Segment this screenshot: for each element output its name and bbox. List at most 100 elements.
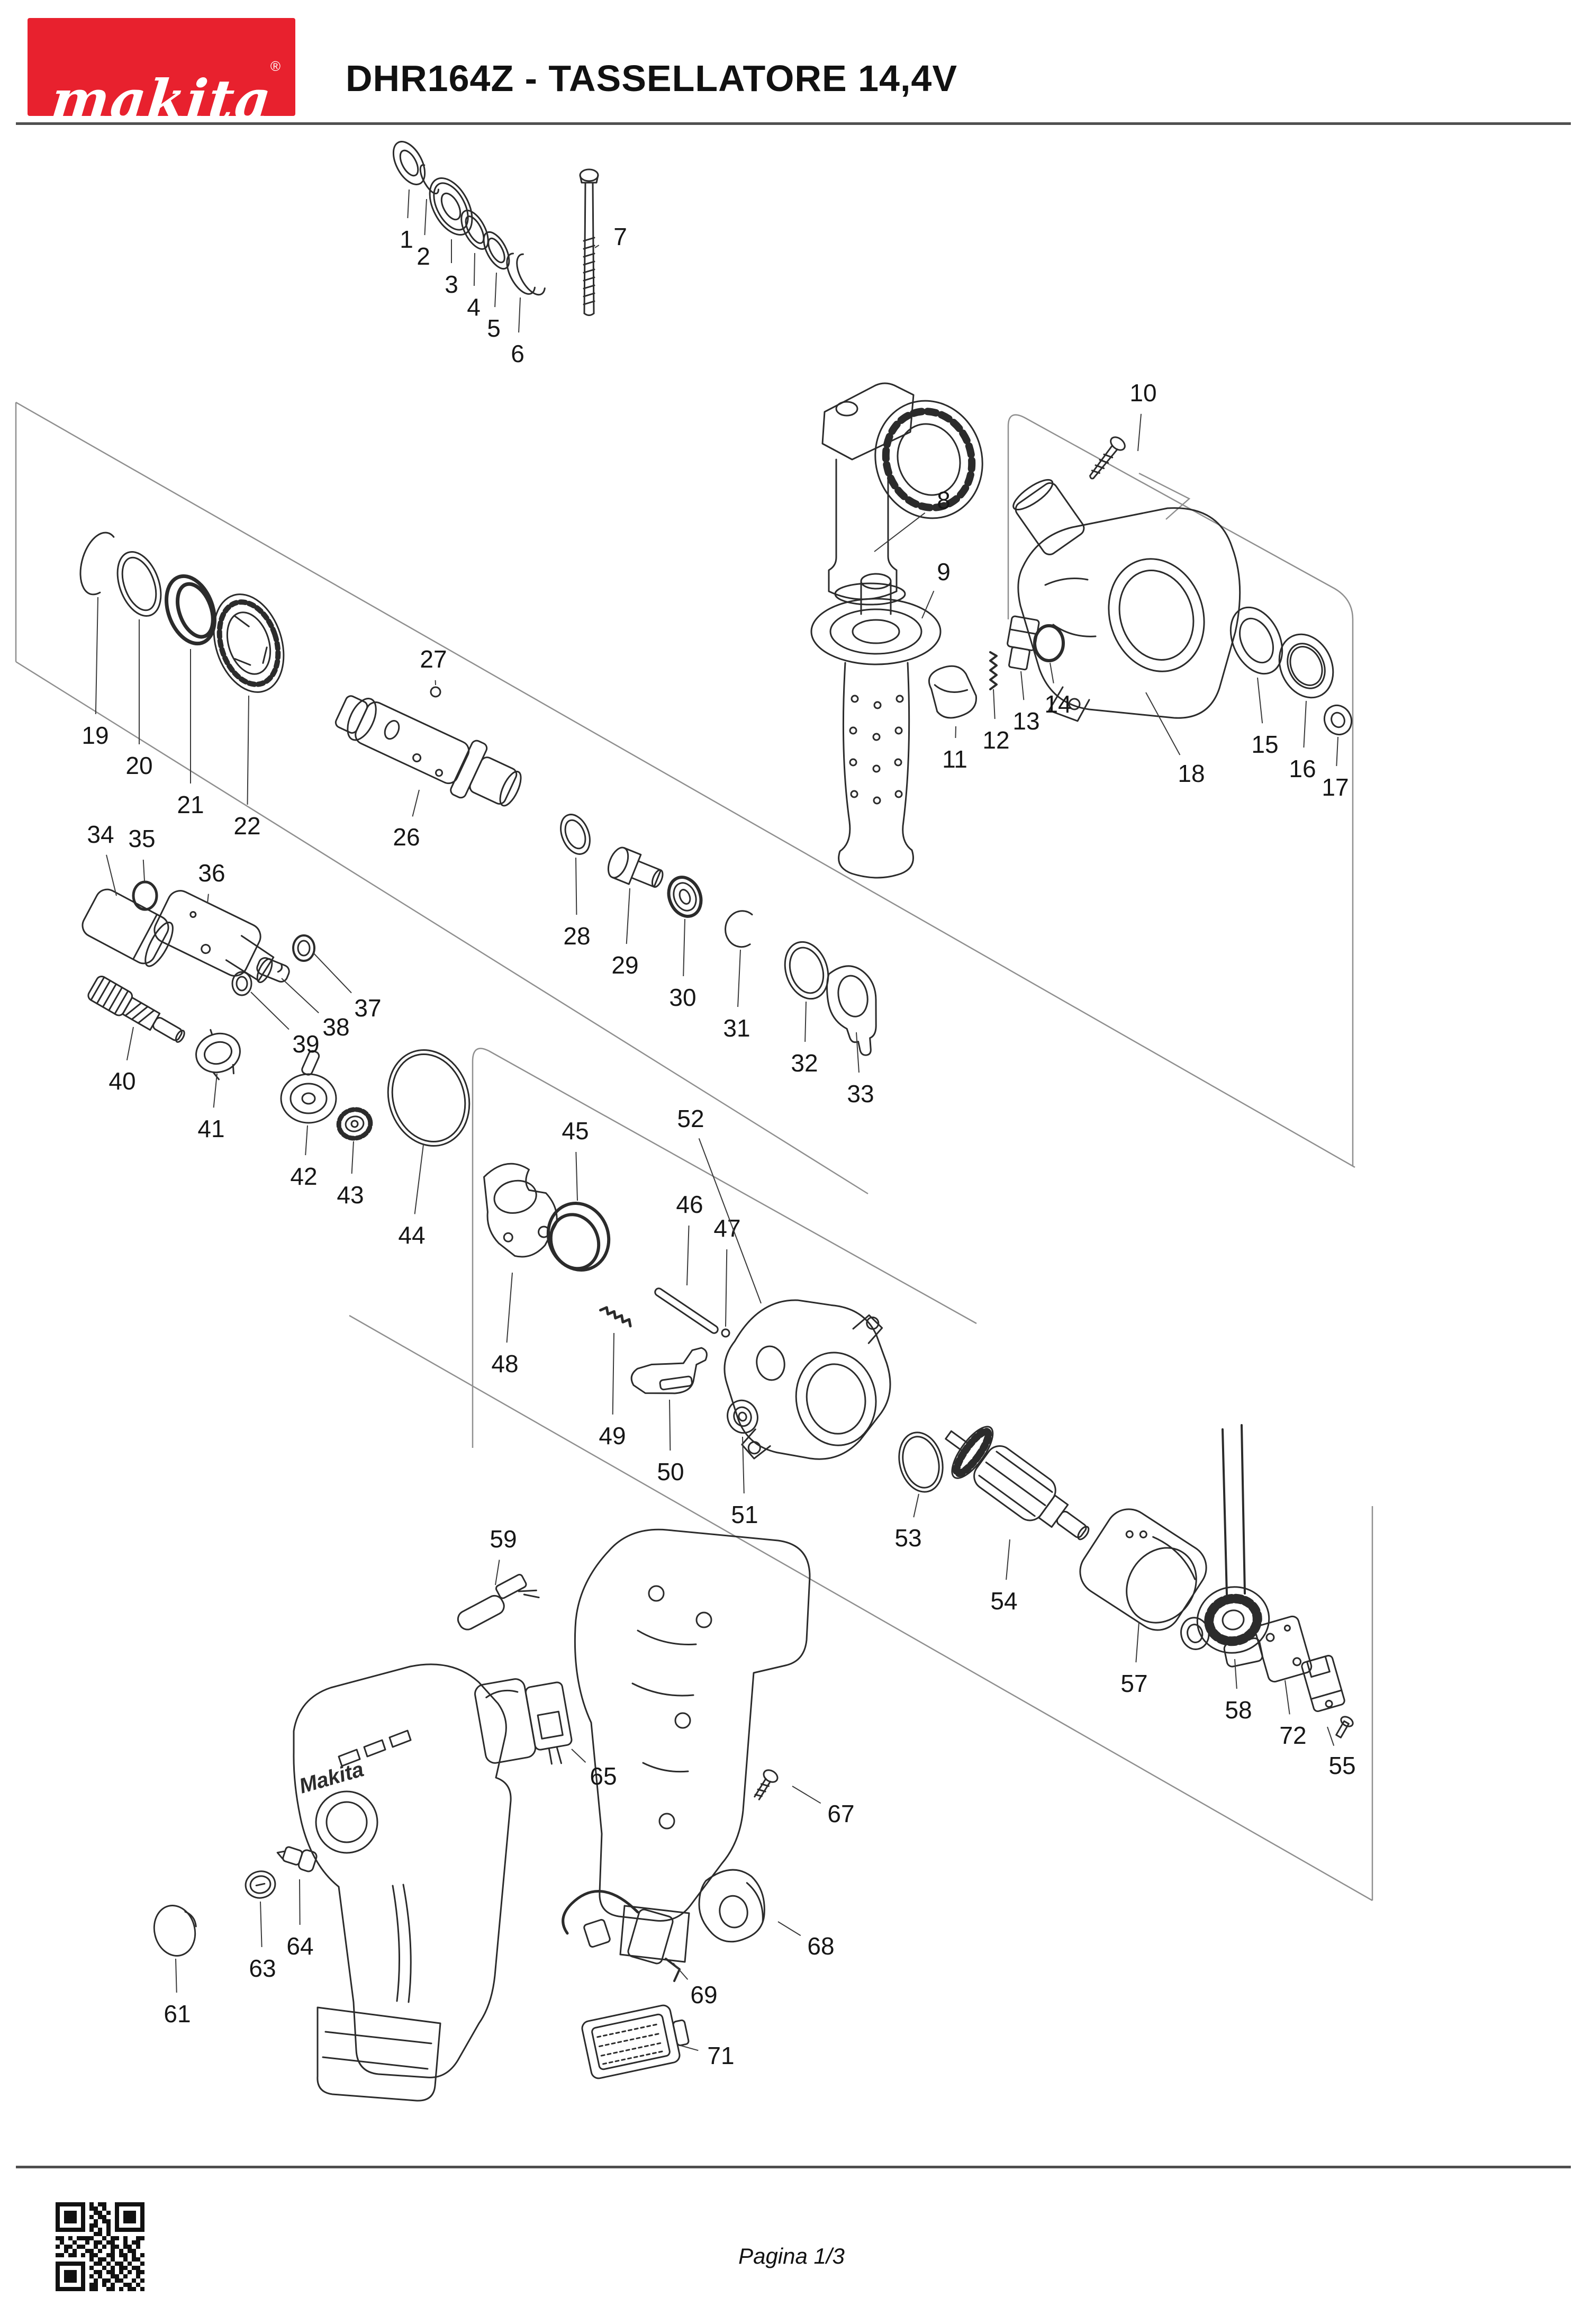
leader-line-15 bbox=[1257, 677, 1263, 724]
footer-divider bbox=[16, 2166, 1571, 2168]
part-51-ball-bearing bbox=[727, 1399, 758, 1434]
part-14-o-ring bbox=[1033, 624, 1065, 662]
part-label-27: 27 bbox=[420, 645, 447, 673]
part-label-9: 9 bbox=[937, 558, 951, 585]
part-45-piston-rings bbox=[546, 1202, 611, 1272]
part-label-67: 67 bbox=[827, 1800, 854, 1827]
part-31-circlip bbox=[725, 910, 753, 948]
part-label-28: 28 bbox=[563, 922, 590, 950]
part-37-ring bbox=[292, 934, 315, 962]
part-64-lamp-unit bbox=[276, 1846, 318, 1872]
leader-line-5 bbox=[494, 272, 497, 308]
leader-line-32 bbox=[804, 1001, 807, 1042]
part-49-spring bbox=[599, 1306, 632, 1328]
leader-line-33 bbox=[856, 1032, 860, 1073]
leader-line-14 bbox=[1050, 662, 1054, 683]
part-48-retainer-plate bbox=[483, 1163, 558, 1258]
part-33-lock-plate bbox=[826, 965, 877, 1056]
part-label-32: 32 bbox=[791, 1049, 818, 1077]
part-7-bolt bbox=[579, 168, 599, 316]
part-11-cap bbox=[928, 665, 978, 719]
part-42-gear bbox=[280, 1050, 337, 1124]
leader-line-39 bbox=[250, 992, 290, 1030]
qr-code bbox=[56, 2202, 144, 2291]
leader-line-4 bbox=[473, 253, 475, 286]
leader-line-12 bbox=[993, 689, 996, 719]
leader-line-45 bbox=[575, 1151, 578, 1201]
part-29-stepped-pin bbox=[607, 846, 664, 888]
right-housing-half bbox=[574, 1528, 811, 1963]
part-label-29: 29 bbox=[611, 951, 638, 979]
part-label-69: 69 bbox=[690, 1981, 717, 2008]
leader-line-1 bbox=[407, 189, 410, 219]
part-label-64: 64 bbox=[286, 1932, 313, 1960]
part-label-14: 14 bbox=[1044, 690, 1071, 718]
leader-line-26 bbox=[412, 789, 420, 817]
leader-line-55 bbox=[1327, 1726, 1335, 1746]
part-label-59: 59 bbox=[490, 1525, 517, 1553]
part-label-15: 15 bbox=[1251, 731, 1278, 758]
leader-line-36 bbox=[207, 894, 209, 904]
leader-line-47 bbox=[725, 1249, 728, 1327]
part-label-52: 52 bbox=[677, 1105, 704, 1132]
part-label-18: 18 bbox=[1178, 760, 1205, 787]
leader-line-29 bbox=[626, 888, 630, 944]
part-53-o-ring bbox=[898, 1431, 944, 1493]
part-label-57: 57 bbox=[1120, 1670, 1147, 1697]
leader-line-69 bbox=[673, 1962, 689, 1980]
part-label-58: 58 bbox=[1225, 1696, 1252, 1724]
leader-line-34 bbox=[106, 854, 117, 896]
leader-line-65 bbox=[571, 1749, 586, 1763]
part-label-43: 43 bbox=[337, 1181, 364, 1209]
part-label-35: 35 bbox=[128, 825, 155, 852]
leader-line-18 bbox=[1145, 692, 1181, 755]
part-52-internal-housing bbox=[723, 1299, 891, 1460]
leader-line-2 bbox=[424, 199, 427, 236]
part-label-21: 21 bbox=[177, 791, 204, 818]
part-label-51: 51 bbox=[731, 1501, 758, 1528]
part-16-bearing-ring bbox=[1278, 633, 1334, 699]
leader-line-58 bbox=[1234, 1659, 1237, 1689]
part-50-change-lever bbox=[630, 1347, 708, 1394]
part-label-7: 7 bbox=[613, 223, 627, 250]
part-54-armature bbox=[945, 1426, 1090, 1541]
leader-line-68 bbox=[777, 1921, 801, 1936]
part-label-50: 50 bbox=[657, 1458, 684, 1485]
part-8-depth-gauge-clamp bbox=[821, 382, 983, 606]
part-label-55: 55 bbox=[1328, 1752, 1355, 1779]
part-label-38: 38 bbox=[322, 1013, 349, 1041]
leader-line-71 bbox=[680, 2045, 699, 2051]
part-label-10: 10 bbox=[1129, 379, 1156, 407]
part-label-3: 3 bbox=[445, 271, 458, 298]
part-58-fan-field-assembly bbox=[1180, 1424, 1270, 1668]
part-label-49: 49 bbox=[599, 1422, 626, 1449]
part-label-19: 19 bbox=[82, 722, 108, 749]
part-label-31: 31 bbox=[723, 1014, 750, 1042]
leader-line-44 bbox=[414, 1144, 424, 1214]
left-housing-half bbox=[293, 1663, 512, 2102]
part-22-ring-gear bbox=[213, 593, 285, 693]
part-65-switch bbox=[474, 1678, 573, 1765]
part-1-seal-ring bbox=[392, 141, 426, 185]
page-title: DHR164Z - TASSELLATORE 14,4V bbox=[346, 58, 958, 99]
part-label-39: 39 bbox=[292, 1030, 319, 1058]
leader-line-49 bbox=[612, 1332, 614, 1415]
section-frame-lines bbox=[15, 401, 1373, 1902]
leader-line-9 bbox=[921, 590, 935, 619]
leader-line-61 bbox=[175, 1958, 177, 1993]
part-label-12: 12 bbox=[982, 726, 1009, 754]
part-label-36: 36 bbox=[198, 859, 225, 887]
part-10-screw bbox=[1089, 436, 1126, 480]
part-40-spindle-shaft bbox=[87, 976, 185, 1043]
part-label-20: 20 bbox=[125, 752, 152, 779]
leader-line-53 bbox=[913, 1493, 919, 1518]
part-label-54: 54 bbox=[990, 1587, 1017, 1615]
part-label-63: 63 bbox=[249, 1954, 276, 1982]
leader-line-35 bbox=[142, 859, 145, 881]
part-15-seal-ring bbox=[1229, 606, 1283, 675]
leader-line-54 bbox=[1006, 1539, 1010, 1580]
header-divider bbox=[16, 122, 1571, 125]
part-41-clutch-cam bbox=[195, 1029, 241, 1080]
